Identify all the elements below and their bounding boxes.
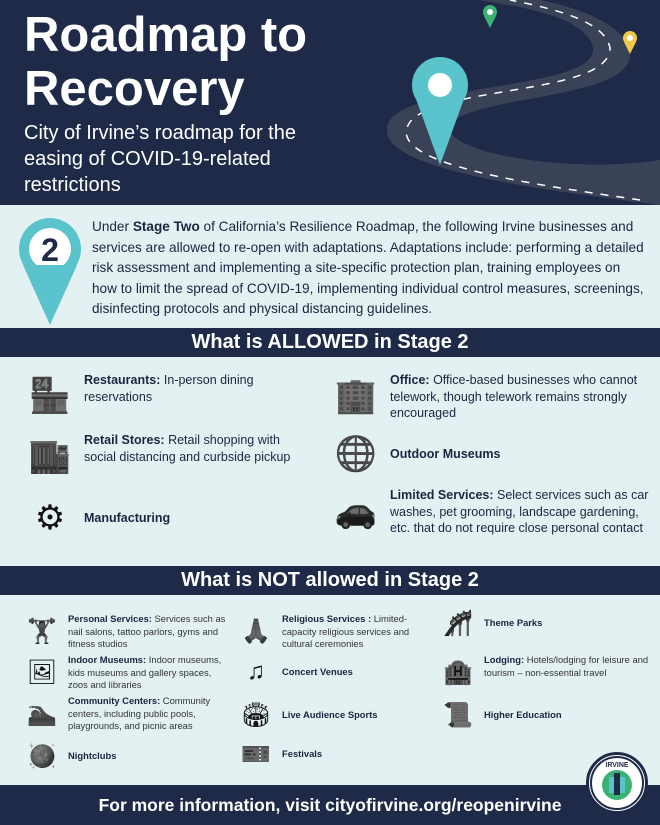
globe-museum-icon: 🌐	[334, 435, 378, 473]
page-title: Roadmap to Recovery	[24, 8, 308, 116]
list-item: 🖼 Indoor Museums: Indoor museums, kids mu…	[24, 654, 229, 692]
list-item: 🙏 Religious Services : Limited-capacity r…	[238, 613, 438, 651]
item-title: Limited Services:	[390, 488, 494, 502]
item-text: Office: Office-based businesses who cann…	[390, 372, 650, 422]
car-wash-icon: 🚗	[334, 492, 378, 530]
list-item: 🚗 Limited Services: Select services such …	[330, 487, 650, 537]
list-item: 📜 Higher Education	[440, 697, 640, 733]
item-text: Higher Education	[484, 709, 562, 722]
list-item: 🏢 Office: Office-based businesses who can…	[330, 372, 650, 422]
list-item: 🎫 Festivals	[238, 736, 438, 772]
allowed-heading: What is ALLOWED in Stage 2	[0, 328, 660, 357]
item-text: Lodging: Hotels/lodging for leisure and …	[484, 654, 650, 679]
item-title: Live Audience Sports	[282, 708, 378, 720]
item-text: Retail Stores: Retail shopping with soci…	[84, 432, 314, 465]
item-text: Nightclubs	[68, 750, 116, 763]
item-title: Theme Parks	[484, 616, 543, 628]
svg-text:IRVINE: IRVINE	[605, 762, 629, 769]
item-title: Restaurants:	[84, 373, 161, 387]
list-item: 🏊 Community Centers: Community centers, i…	[24, 695, 229, 733]
item-desc: Community centers, including public pool…	[68, 695, 211, 731]
item-text: Outdoor Museums	[390, 446, 500, 463]
item-text: Restaurants: In-person dining reservatio…	[84, 372, 314, 405]
list-item: 🏬 Retail Stores: Retail shopping with soc…	[24, 432, 314, 480]
stage-text-pre: Under	[92, 219, 133, 234]
music-notes-icon: ♫	[247, 658, 265, 685]
list-item: 🌐 Outdoor Museums	[330, 430, 650, 478]
road-illustration-icon	[386, 0, 660, 205]
not-allowed-heading: What is NOT allowed in Stage 2	[0, 566, 660, 595]
stage-text-bold: Stage Two	[132, 219, 200, 234]
footer: For more information, visit cityofirvine…	[0, 785, 660, 825]
stage-intro: 2 Under Stage Two of California’s Resili…	[0, 205, 660, 328]
item-title: Manufacturing	[84, 510, 171, 525]
list-item: 🏟 Live Audience Sports	[238, 697, 438, 733]
gears-icon: ⚙	[34, 499, 66, 537]
list-item: 🎢 Theme Parks	[440, 605, 640, 641]
roller-coaster-icon: 🎢	[443, 609, 473, 637]
item-text: Manufacturing	[84, 510, 170, 527]
list-item: 🏨 Lodging: Hotels/lodging for leisure and…	[440, 654, 650, 690]
item-desc: Limited-capacity religious services and …	[282, 613, 410, 649]
item-text: Live Audience Sports	[282, 709, 378, 722]
item-title: Concert Venues	[282, 665, 353, 677]
item-title: Religious Services :	[282, 613, 372, 624]
list-item: 🪩 Nightclubs	[24, 738, 229, 774]
item-title: Festivals	[282, 747, 323, 759]
header: Roadmap to Recovery City of Irvine’s roa…	[0, 0, 660, 205]
praying-hands-icon: 🙏	[241, 617, 271, 645]
item-title: Office:	[390, 373, 430, 387]
item-text: Limited Services: Select services such a…	[390, 487, 650, 537]
item-text: Community Centers: Community centers, in…	[68, 695, 229, 733]
framed-painting-icon: 🖼	[26, 658, 58, 686]
item-title: Retail Stores:	[84, 433, 165, 447]
office-building-icon: 🏢	[334, 377, 378, 415]
item-title: Personal Services:	[68, 613, 152, 624]
hotel-icon: 🏨	[443, 658, 473, 686]
footer-link[interactable]: For more information, visit cityofirvine…	[98, 795, 562, 815]
item-title: Nightclubs	[68, 749, 117, 761]
list-item: ⚙ Manufacturing	[24, 494, 314, 542]
list-item: 🏋 Personal Services: Services such as nai…	[24, 613, 229, 651]
stage-number: 2	[41, 232, 59, 268]
page-subtitle: City of Irvine’s roadmap for the easing …	[24, 122, 296, 196]
item-desc: Services such as nail salons, tattoo par…	[68, 613, 226, 649]
item-desc: In-person dining reservations	[84, 373, 254, 404]
stage-pin-icon: 2	[19, 218, 81, 325]
pool-icon: 🏊	[27, 699, 57, 727]
stage-description: Under Stage Two of California’s Resilien…	[92, 217, 647, 320]
item-text: Personal Services: Services such as nail…	[68, 613, 229, 651]
item-desc: Indoor museums, kids museums and gallery…	[68, 654, 222, 690]
item-title: Indoor Museums:	[68, 654, 147, 665]
stage-text-post: of California’s Resilience Roadmap, the …	[92, 219, 644, 316]
item-text: Religious Services : Limited-capacity re…	[282, 613, 438, 651]
diploma-icon: 📜	[443, 701, 473, 729]
item-title: Community Centers:	[68, 695, 161, 706]
item-title: Lodging:	[484, 654, 525, 665]
item-text: Festivals	[282, 748, 322, 761]
ticket-icon: 🎫	[241, 740, 271, 768]
item-text: Concert Venues	[282, 666, 353, 679]
item-desc: Hotels/lodging for leisure and tourism –…	[484, 654, 649, 678]
item-title: Outdoor Museums	[390, 446, 501, 461]
city-seal-icon: IRVINE	[590, 756, 644, 810]
storefront-icon: 🏬	[28, 437, 72, 475]
city-of-irvine-logo: IRVINE	[586, 752, 648, 814]
list-item: 🏪 Restaurants: In-person dining reservati…	[24, 372, 314, 420]
item-desc: Retail shopping with social distancing a…	[84, 433, 291, 464]
dumbbell-icon: 🏋	[27, 617, 57, 645]
item-text: Indoor Museums: Indoor museums, kids mus…	[68, 654, 229, 692]
item-text: Theme Parks	[484, 617, 542, 630]
item-title: Higher Education	[484, 708, 562, 720]
item-desc: Office-based businesses who cannot telew…	[390, 373, 638, 420]
disco-ball-icon: 🪩	[27, 742, 57, 770]
item-desc: Select services such as car washes, pet …	[390, 488, 649, 535]
list-item: ♫ Concert Venues	[238, 654, 438, 690]
stadium-icon: 🏟	[240, 701, 272, 729]
order-counter-icon: 🏪	[28, 377, 72, 415]
